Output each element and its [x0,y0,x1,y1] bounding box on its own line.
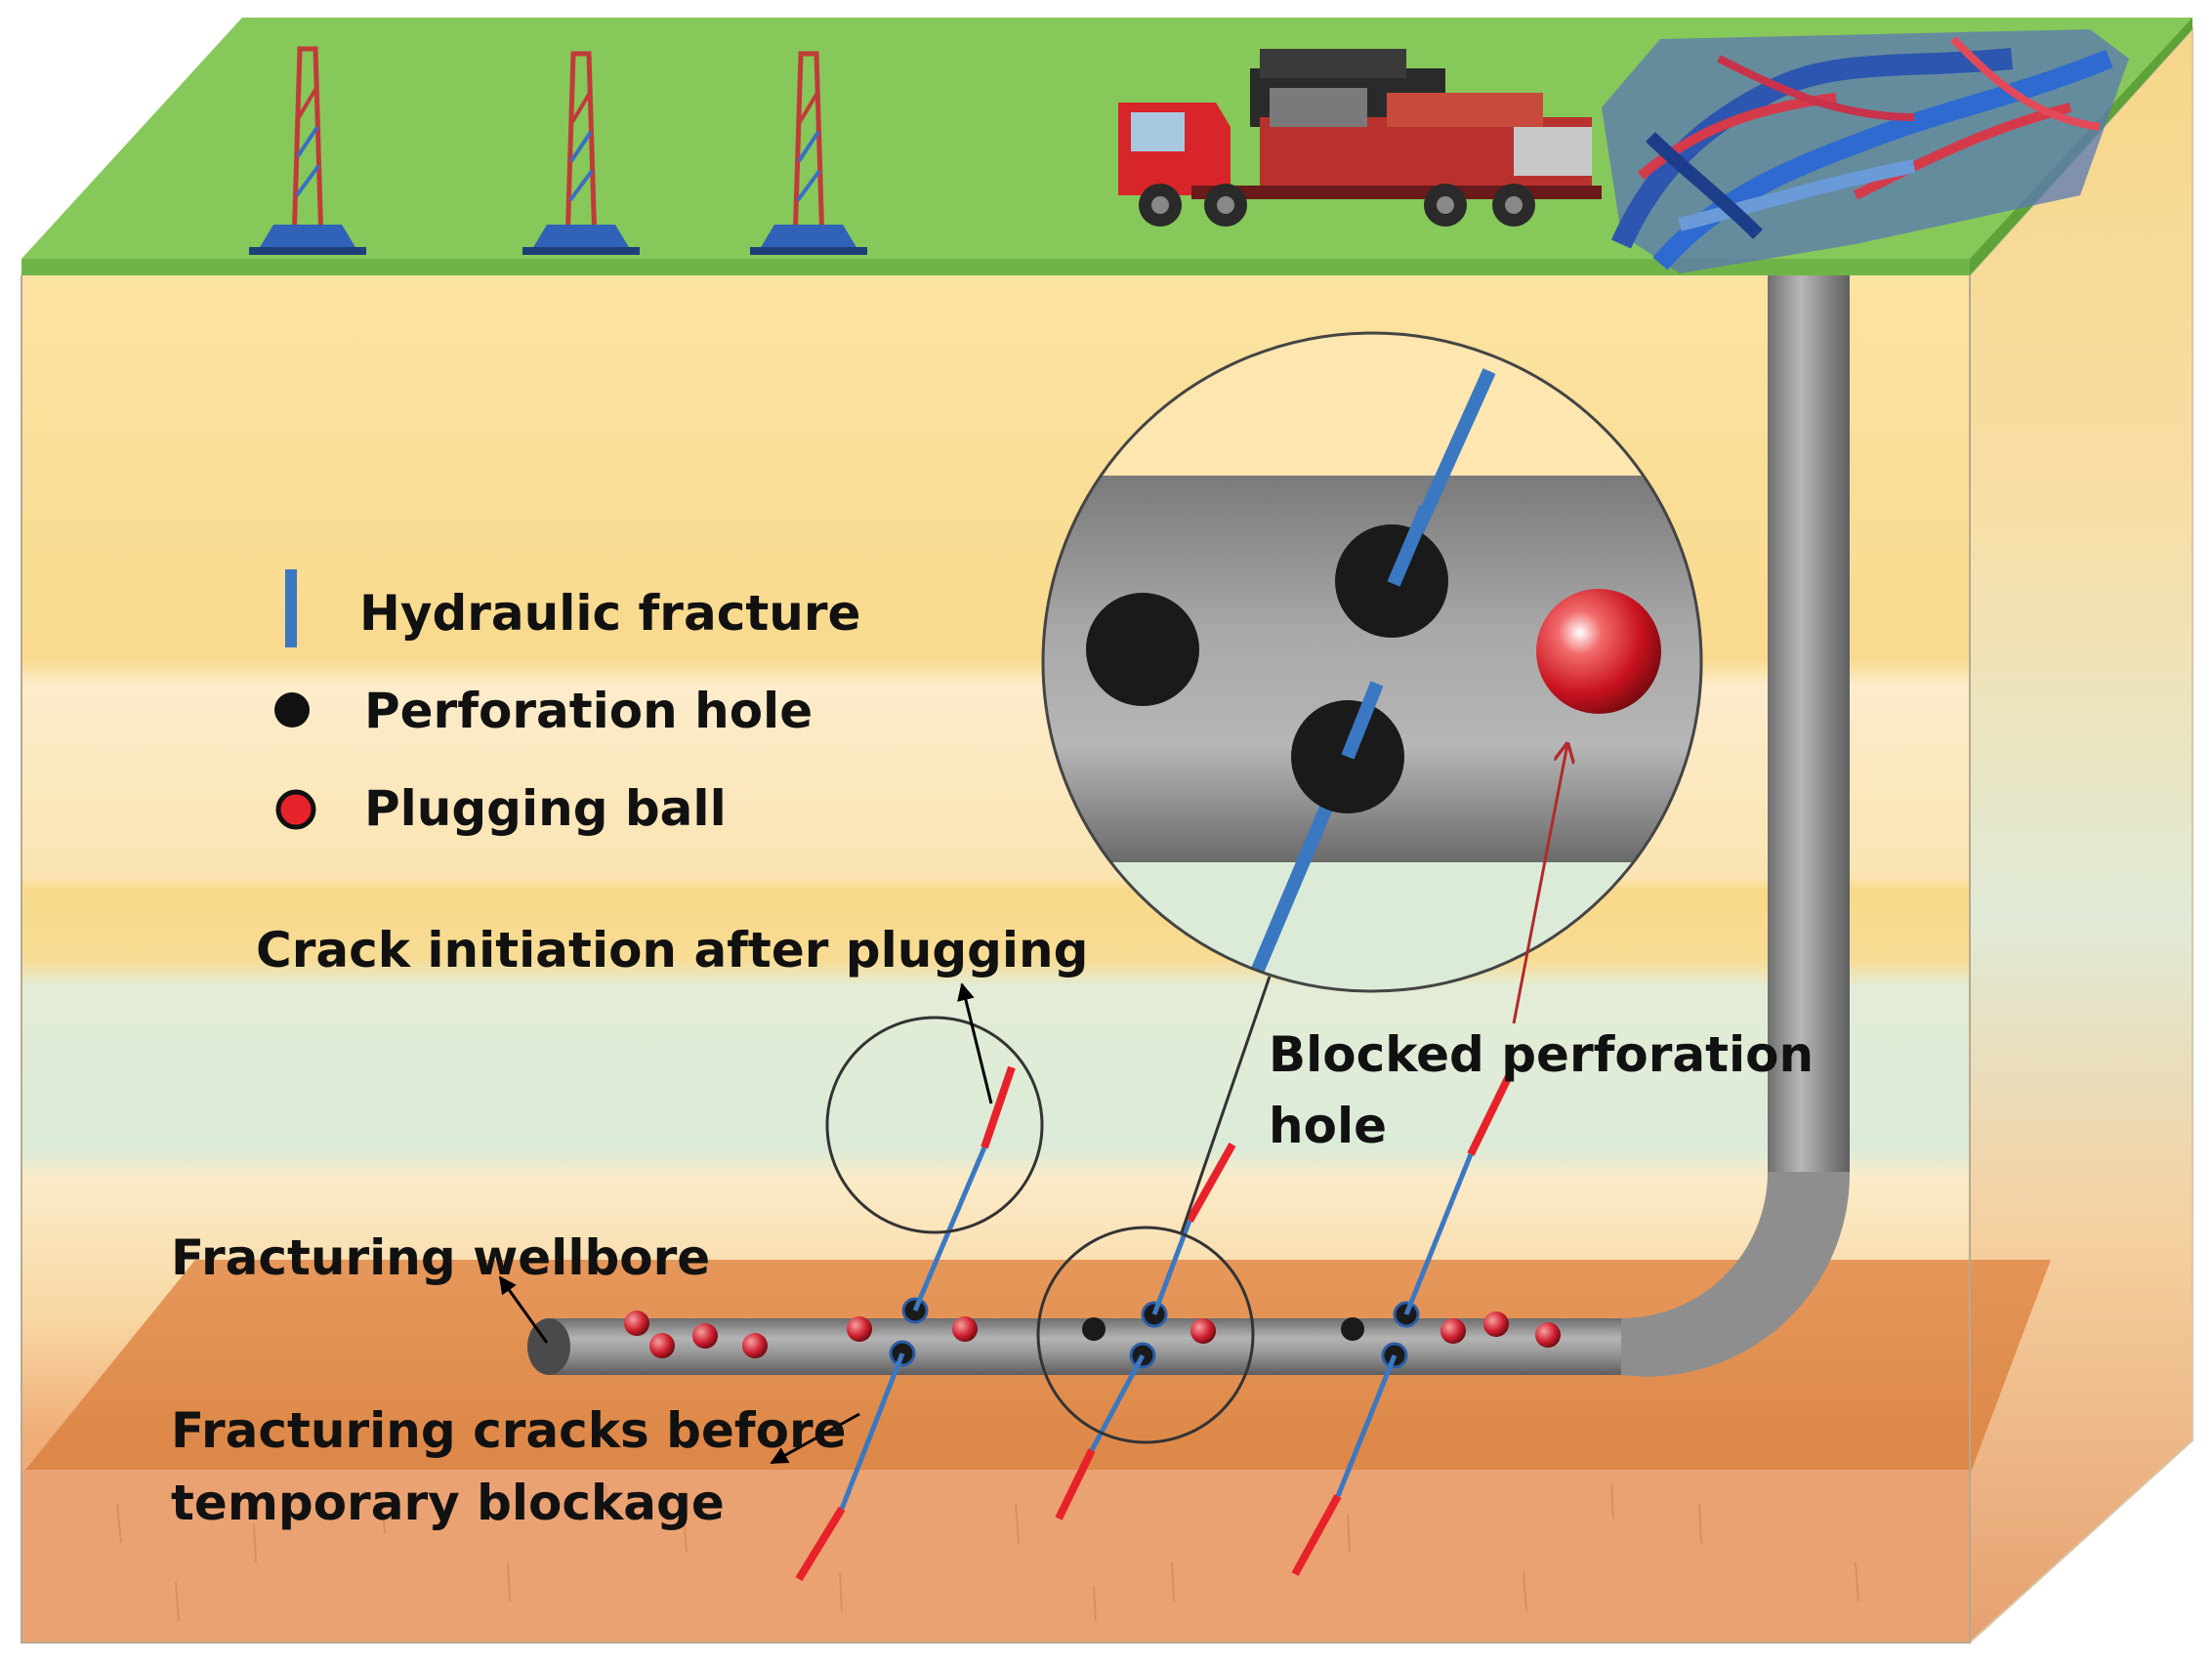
fracturing-truck-icon [1118,49,1602,227]
ground-edge [21,259,1970,275]
rock-texture [116,1483,1859,1622]
inset-plugging-ball [1536,589,1661,714]
hydraulic-fracture-line [839,1353,905,1510]
hydraulic-fractures [795,1065,1514,1582]
legend-plugging-ball: Plugging ball [364,780,727,837]
plugging-ball [952,1316,978,1342]
label-fracturing-wellbore: Fracturing wellbore [171,1229,710,1286]
hydraulic-fracture-line [1089,1353,1146,1452]
plugging-ball [624,1311,649,1336]
perforation-hole-legend-icon [274,692,310,728]
perforation-hole [1082,1317,1106,1341]
plugging-ball [1535,1322,1561,1348]
drilling-rig-icon [522,51,640,255]
blocked-perforation-highlight [1036,1226,1255,1444]
perforation-hole [1341,1317,1364,1341]
crack-initiation-arrow [957,982,993,1104]
blocked-perforation-arrow [1512,744,1567,1024]
hydraulic-fracture-line [1403,1153,1474,1315]
cracks-before-arrow [770,1412,860,1465]
label-blocked-perforation-line2: hole [1269,1098,1387,1154]
crack-initiation-red [981,1065,1016,1149]
crack-initiation-highlight [825,1016,1044,1234]
legend-hydraulic-fracture: Hydraulic fracture [359,585,860,642]
crack-before-blockage-red [1291,1494,1342,1576]
shale-lower-layer [21,1470,1970,1643]
label-blocked-perforation: Blocked perforation [1269,1026,1814,1083]
block-outline [21,275,1971,1644]
fracturing-manifold-icon [1602,29,2129,273]
right-face [1969,26,2193,1645]
hydraulic-fracture-line [912,1146,987,1311]
magnified-perforation-view [1041,331,1703,993]
inset-perforation-hole [1086,593,1199,706]
plugging-ball [649,1333,675,1358]
crack-before-blockage-red [795,1506,846,1582]
drilling-rigs [249,46,867,255]
plugging-ball [1190,1318,1216,1344]
hydraulic-fracture-line [1151,1220,1192,1315]
label-cracks-before: Fracturing cracks before [171,1402,847,1459]
crack-initiation-red [1467,1072,1514,1156]
label-cracks-before-line2: temporary blockage [171,1475,725,1531]
legend: Hydraulic fracture Perforation hole Plug… [274,569,860,837]
plugging-ball [742,1333,768,1358]
plugging-ball [692,1323,718,1349]
hydraulic-fracture-line [1335,1354,1398,1497]
drilling-rig-icon [750,51,867,255]
plugging-balls [624,1311,1561,1358]
crack-before-blockage-red [1055,1448,1096,1520]
plugging-ball [1483,1311,1509,1337]
plugging-ball [847,1316,872,1342]
wellbore-bend [1621,1172,1851,1377]
drilling-rig-icon [249,46,366,255]
plugging-ball [1440,1318,1466,1344]
label-crack-initiation: Crack initiation after plugging [256,922,1088,978]
plugging-ball-legend-icon [275,789,316,830]
legend-perforation-hole: Perforation hole [364,683,813,739]
fracturing-wellbore-arrow [498,1275,549,1344]
crack-initiation-red [1186,1143,1236,1223]
inset-connector-line [1180,976,1272,1233]
